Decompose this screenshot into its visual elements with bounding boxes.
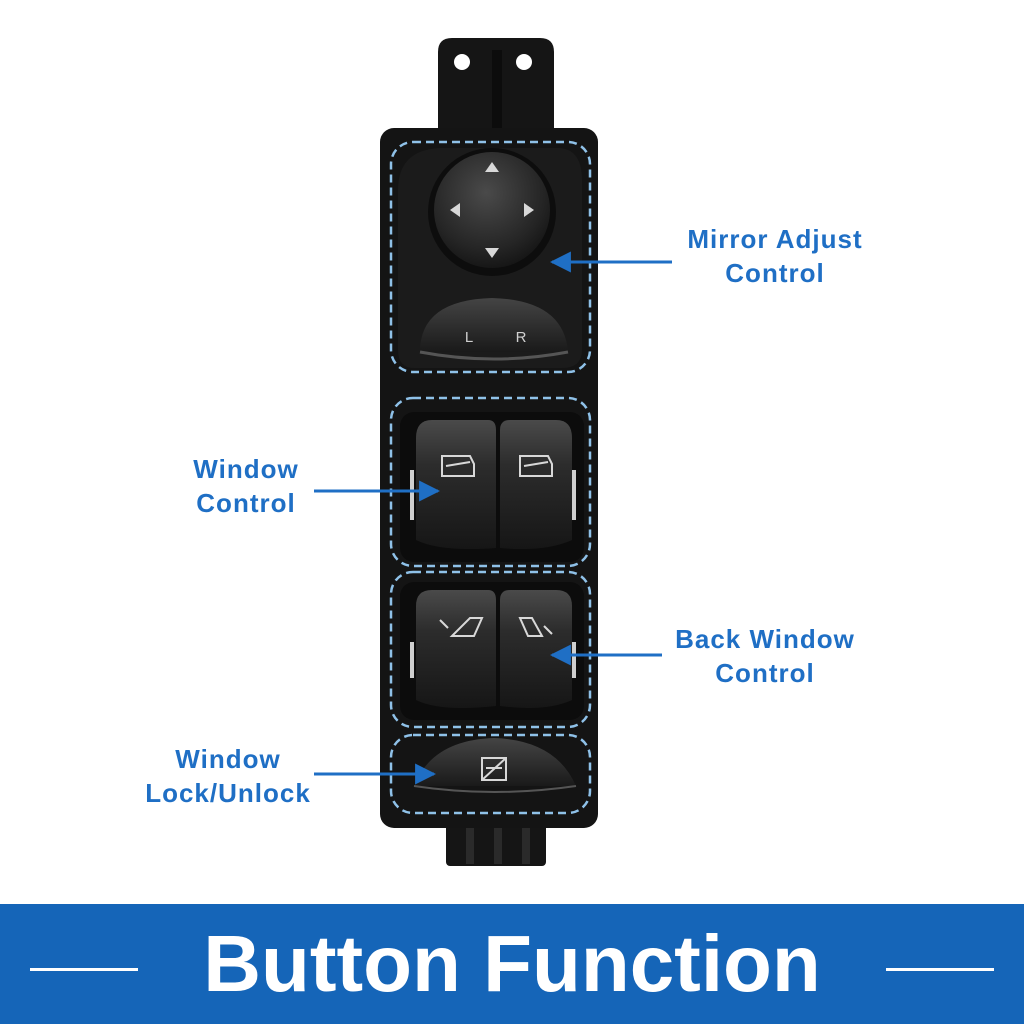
window-switch-left[interactable] (416, 420, 496, 549)
arrow-up-icon (485, 162, 499, 172)
window-lock-icon (481, 757, 507, 781)
banner-divider-left (30, 968, 138, 971)
back-window-highlight (389, 570, 592, 729)
window-lock-line1: Window (175, 744, 281, 774)
top-mounting-tab (438, 38, 554, 128)
arrow-down-icon (485, 248, 499, 258)
back-window-line2: Control (715, 658, 815, 688)
window-highlight (389, 396, 592, 568)
window-left-icon (441, 455, 475, 477)
mirror-lr-selector[interactable]: L R (419, 298, 569, 361)
arrow-right-icon (524, 203, 534, 217)
window-lock-button[interactable] (413, 738, 577, 793)
window-control-line2: Control (196, 488, 296, 518)
callout-arrows (314, 251, 672, 785)
window-control-label: Window Control (156, 452, 336, 520)
back-window-label: Back Window Control (650, 622, 880, 690)
window-switch-right[interactable] (500, 420, 572, 549)
mirror-adjust-line2: Control (725, 258, 825, 288)
bottom-banner: Button Function (0, 904, 1024, 1024)
mirror-adjust-line1: Mirror Adjust (687, 224, 863, 254)
mirror-right-label: R (516, 329, 527, 346)
window-control-line1: Window (193, 454, 299, 484)
banner-title: Button Function (203, 919, 821, 1008)
mirror-adjust-label: Mirror Adjust Control (660, 222, 890, 290)
window-lock-label: Window Lock/Unlock (130, 742, 326, 810)
back-window-left-icon (439, 617, 484, 637)
window-lock-line2: Lock/Unlock (145, 778, 311, 808)
back-window-switch-right[interactable] (500, 590, 572, 708)
banner-divider-right (886, 968, 994, 971)
window-right-icon (519, 455, 553, 477)
back-window-right-icon (518, 617, 553, 637)
arrow-left-icon (450, 203, 460, 217)
mirror-highlight (389, 140, 592, 374)
mirror-joystick-knob[interactable] (434, 152, 550, 268)
mirror-left-label: L (465, 329, 473, 346)
back-window-line1: Back Window (675, 624, 855, 654)
highlight-regions (389, 140, 592, 815)
back-window-switch-left[interactable] (416, 590, 496, 708)
